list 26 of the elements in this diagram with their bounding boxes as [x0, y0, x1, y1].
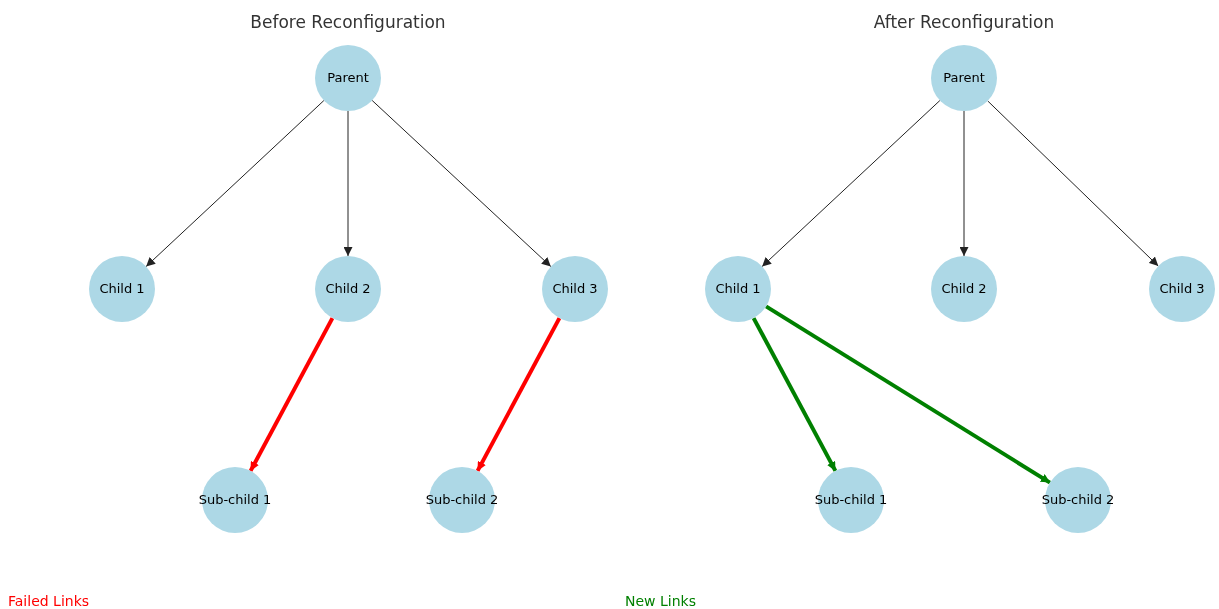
panel-title: Before Reconfiguration: [250, 11, 446, 34]
node-label: Child 1: [715, 280, 761, 299]
arrow: [765, 304, 1051, 485]
node-label: Child 3: [1159, 280, 1205, 299]
arrow: [761, 100, 941, 267]
node-label: Sub-child 2: [1041, 491, 1115, 510]
node-label: Parent: [943, 69, 985, 88]
node-label: Child 2: [941, 280, 987, 299]
node-label: Child 1: [99, 280, 145, 299]
arrow: [987, 100, 1159, 267]
arrow: [371, 99, 552, 268]
node-label: Child 3: [552, 280, 598, 299]
arrow: [248, 317, 335, 472]
node-label: Sub-child 1: [814, 491, 888, 510]
arrow: [475, 317, 562, 472]
legend-text: New Links: [625, 592, 696, 609]
legend-text: Failed Links: [8, 592, 90, 609]
arrow: [343, 110, 353, 257]
arrow: [145, 100, 325, 267]
arrow: [751, 317, 838, 472]
arrow: [959, 110, 969, 257]
node-label: Sub-child 1: [198, 491, 272, 510]
node-label: Sub-child 2: [425, 491, 499, 510]
panel-title: After Reconfiguration: [873, 11, 1055, 34]
node-label: Parent: [327, 69, 369, 88]
node-label: Child 2: [325, 280, 371, 299]
